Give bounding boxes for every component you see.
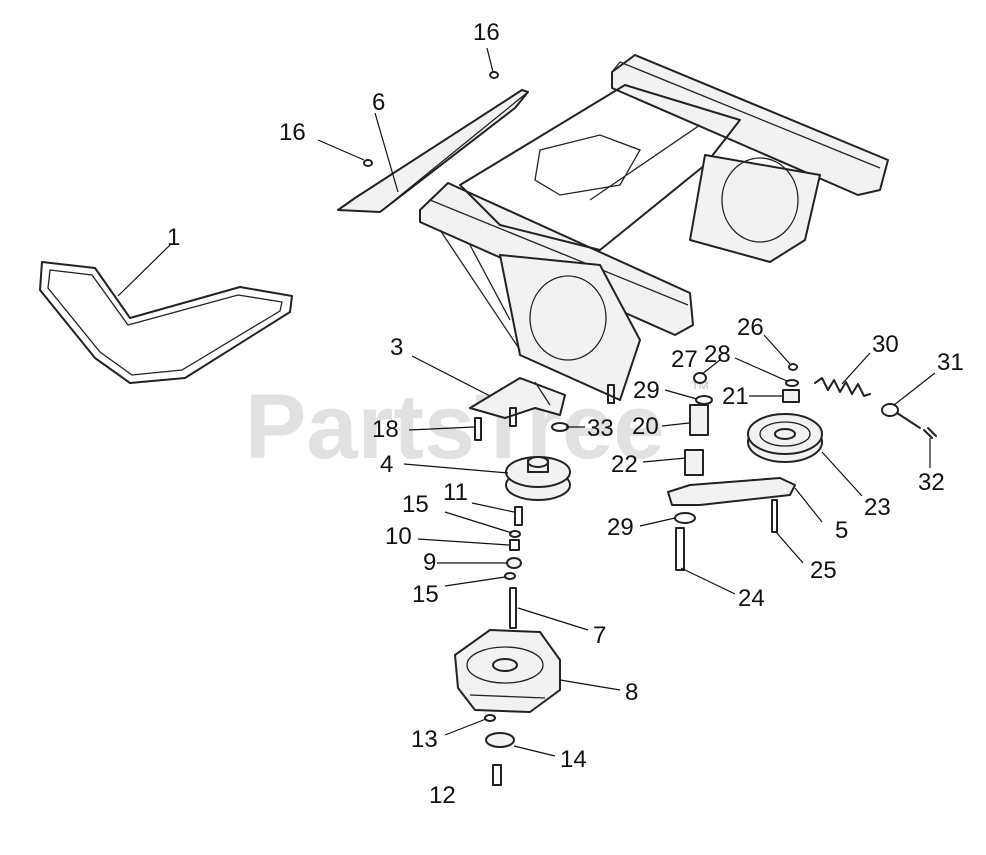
- callout-29-upper: 29: [633, 377, 660, 404]
- clutch-8[interactable]: [454, 629, 561, 713]
- bushing-20[interactable]: [689, 404, 709, 436]
- washer-15-lower[interactable]: [504, 572, 516, 580]
- callout-21: 21: [722, 383, 749, 410]
- callout-28: 28: [704, 341, 731, 368]
- callout-15-upper: 15: [402, 491, 429, 518]
- bolt-frame[interactable]: [607, 384, 615, 404]
- watermark-trademark: ™: [690, 378, 710, 400]
- spring-30[interactable]: [814, 377, 871, 397]
- bolt-12[interactable]: [492, 764, 502, 786]
- nut-26[interactable]: [788, 363, 798, 371]
- callout-labels: 1 6 16 16 3 18 4 11 15 10 9 15 7 8 13 14…: [167, 19, 964, 809]
- callout-3: 3: [390, 334, 403, 361]
- callout-8: 8: [625, 679, 638, 706]
- callout-16-left: 16: [279, 119, 306, 146]
- washer-15-upper[interactable]: [509, 530, 521, 538]
- callout-13: 13: [411, 726, 438, 753]
- idler-arm-5[interactable]: [667, 477, 796, 506]
- deflector-plate-part[interactable]: [337, 89, 529, 213]
- shaft-key-7[interactable]: [509, 587, 517, 629]
- watermark-text: PartsTree: [245, 376, 664, 478]
- callout-15-lower: 15: [412, 581, 439, 608]
- callout-7: 7: [593, 622, 606, 649]
- bushing-9[interactable]: [506, 557, 522, 569]
- bolt-25[interactable]: [771, 499, 778, 533]
- callout-31: 31: [937, 349, 964, 376]
- clip-16-top[interactable]: [489, 71, 499, 79]
- callout-26: 26: [737, 314, 764, 341]
- callout-30: 30: [872, 331, 899, 358]
- nut-13[interactable]: [484, 714, 496, 722]
- callout-12: 12: [429, 782, 456, 809]
- callout-5: 5: [835, 517, 848, 544]
- callout-4: 4: [380, 451, 393, 478]
- callout-11: 11: [443, 479, 468, 506]
- pulley-23[interactable]: [747, 413, 823, 463]
- callout-20: 20: [632, 413, 659, 440]
- pulley-4[interactable]: [505, 456, 571, 501]
- clip-16-left[interactable]: [363, 159, 373, 167]
- callout-10: 10: [385, 523, 412, 550]
- bolt-11[interactable]: [514, 506, 523, 526]
- callout-29-lower: 29: [607, 514, 634, 541]
- spacer-10[interactable]: [509, 539, 520, 551]
- leader-lines: [117, 47, 936, 757]
- callout-6: 6: [372, 89, 385, 116]
- bolt-under-bracket[interactable]: [509, 407, 517, 427]
- callout-16-top: 16: [473, 19, 500, 46]
- bushing-21[interactable]: [782, 389, 800, 403]
- callout-22: 22: [611, 451, 638, 478]
- washer-29-lower[interactable]: [674, 512, 696, 524]
- callout-9: 9: [423, 549, 436, 576]
- callout-27: 27: [671, 346, 698, 373]
- pin-32[interactable]: [923, 427, 937, 439]
- bracket-part[interactable]: [469, 377, 566, 419]
- bolt-18[interactable]: [474, 417, 482, 441]
- callout-1: 1: [167, 224, 180, 251]
- callout-25: 25: [810, 557, 837, 584]
- callout-32: 32: [918, 469, 945, 496]
- eyebolt-31[interactable]: [881, 403, 921, 429]
- callout-33: 33: [587, 415, 614, 442]
- callout-14: 14: [560, 746, 587, 773]
- bushing-22[interactable]: [684, 449, 704, 476]
- washer-29-upper[interactable]: [695, 395, 713, 405]
- callout-24: 24: [738, 585, 765, 612]
- washer-28[interactable]: [785, 379, 799, 387]
- frame-part[interactable]: [419, 54, 889, 401]
- bolt-24[interactable]: [675, 527, 685, 571]
- callout-18: 18: [372, 416, 399, 443]
- spacer-14[interactable]: [485, 732, 515, 748]
- callout-23: 23: [864, 494, 891, 521]
- nut-27[interactable]: [693, 372, 707, 384]
- belt-part[interactable]: [39, 261, 293, 384]
